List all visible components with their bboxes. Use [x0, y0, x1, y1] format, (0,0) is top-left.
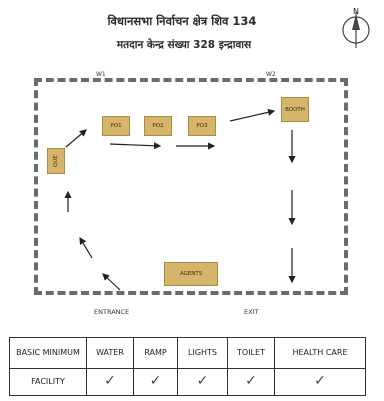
compass-north-label: N [353, 7, 359, 16]
water-header: WATER [86, 337, 134, 369]
toilet-tick-icon: ✓ [245, 373, 257, 389]
lights-header: LIGHTS [177, 337, 228, 369]
agents-box: AGENTS [164, 262, 218, 286]
water-tick-icon: ✓ [104, 373, 116, 389]
health-care-header: HEALTH CARE [274, 337, 366, 369]
arrow-po3-to-booth [229, 108, 276, 122]
title-line-2: मतदान केन्द्र संख्या 328 इन्द्रावास [116, 39, 252, 51]
arrow-po1-to-po2 [109, 142, 162, 150]
title-line-1: विधानसभा निर्वाचन क्षेत्र शिव 134 [107, 14, 257, 28]
po2-box: PO2 [144, 116, 172, 136]
exit-label: EXIT [244, 308, 259, 316]
room-boundary [34, 78, 348, 295]
lights-tick-icon: ✓ [196, 373, 209, 389]
arrow-entrance-to-left [102, 273, 121, 291]
facilities-table: BASIC MINIMUM WATER RAMP LIGHTS TOILET H… [9, 337, 366, 396]
basic-minimum-header: BASIC MINIMUM [9, 337, 87, 369]
toilet-header: TOILET [227, 337, 275, 369]
ramp-tick-icon: ✓ [149, 373, 162, 389]
po1-box: PO1 [102, 116, 130, 136]
facility-label: FACILITY [9, 368, 87, 396]
wall-label-w2: W2 [266, 71, 276, 78]
queue-box: QUE [47, 148, 65, 174]
wall-label-w1: W1 [96, 71, 106, 78]
booth-box: BOOTH [281, 97, 309, 122]
entrance-label: ENTRANCE [94, 308, 130, 316]
north-compass-icon: N [342, 7, 370, 48]
health-care-tick-icon: ✓ [314, 373, 326, 389]
arrow-queue-to-po1 [65, 129, 87, 148]
ramp-header: RAMP [133, 337, 178, 369]
po3-box: PO3 [188, 116, 216, 136]
arrow-left-up [79, 236, 93, 259]
